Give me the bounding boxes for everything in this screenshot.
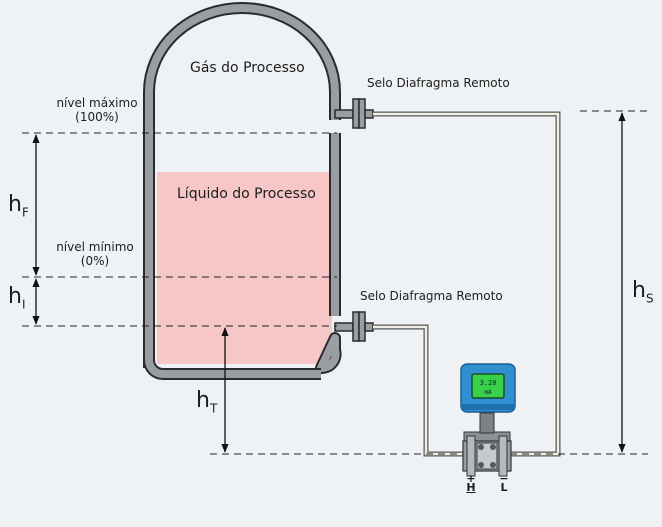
hi-label: hI <box>8 284 26 312</box>
transmitter-display <box>471 373 505 399</box>
pressure-transmitter: 3.20 mA <box>460 363 516 477</box>
lower-seal-label: Selo Diafragma Remoto <box>360 289 503 303</box>
high-side-label: + H <box>466 472 476 494</box>
hs-label: hS <box>632 278 654 306</box>
dimension-arrows <box>32 112 626 453</box>
display-unit: mA <box>484 389 492 396</box>
upper-seal-label: Selo Diafragma Remoto <box>367 76 510 90</box>
min-level-label: nível mínimo (0%) <box>50 240 140 268</box>
gas-label: Gás do Processo <box>190 60 305 76</box>
capillary-upper <box>373 111 561 457</box>
liquid-label: Líquido do Processo <box>177 186 316 202</box>
lower-seal <box>334 311 374 342</box>
low-side-label: − L <box>499 472 509 494</box>
capillary-lower <box>373 324 467 457</box>
min-level-text: nível mínimo <box>56 240 134 254</box>
display-reading: 3.20 <box>480 379 497 387</box>
min-level-percent: (0%) <box>80 254 110 268</box>
upper-seal <box>334 98 374 129</box>
max-level-label: nível máximo (100%) <box>52 96 142 124</box>
tank-wall <box>143 2 342 380</box>
max-level-percent: (100%) <box>75 110 119 124</box>
max-level-text: nível máximo <box>56 96 138 110</box>
hf-label: hF <box>8 192 29 220</box>
reference-lines <box>22 110 648 455</box>
process-liquid <box>157 172 332 364</box>
ht-label: hT <box>196 388 218 416</box>
